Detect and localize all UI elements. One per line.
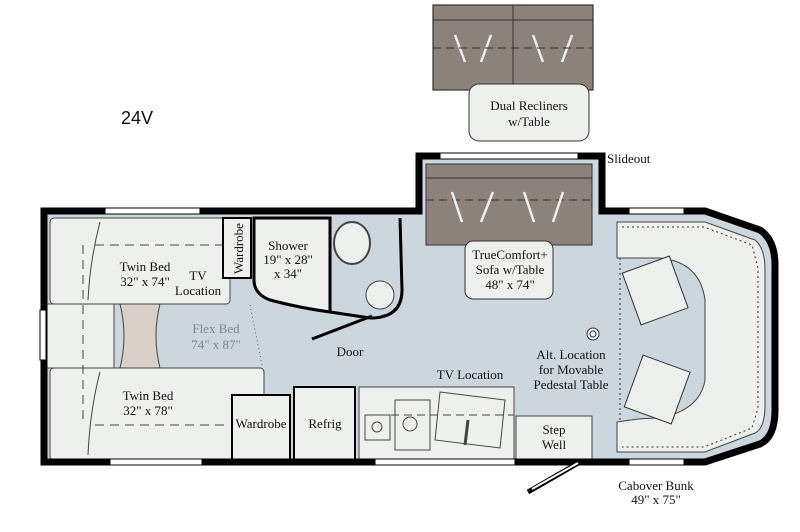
sofa-label-2: Sofa w/Table <box>476 262 545 277</box>
tv-location-kitchen-label: TV Location <box>437 367 504 382</box>
entry-door[interactable] <box>526 459 582 495</box>
pedestal-label-2: for Movable <box>539 362 604 377</box>
bathroom-door[interactable] <box>311 314 373 341</box>
shower-label-3: x 34" <box>274 266 302 281</box>
rear-bedroom: Twin Bed 32" x 74" TV Location Flex Bed … <box>43 217 265 461</box>
pedestal-label-1: Alt. Location <box>536 347 606 362</box>
step-well-label-1: Step <box>542 422 565 437</box>
dual-recliners: Dual Recliners w/Table <box>432 4 594 142</box>
tv-location-bedroom-label-2: Location <box>175 283 222 298</box>
cab-seat-icon <box>621 255 691 425</box>
bathroom: Shower 19" x 28" x 34" Door <box>252 216 404 359</box>
flex-bed-label-2: 74" x 87" <box>191 337 241 352</box>
sofa-slideout: TrueComfort+ Sofa w/Table 48" x 74" <box>425 163 593 300</box>
wardrobe-bottom-label: Wardrobe <box>236 416 287 431</box>
dual-recliners-label-1: Dual Recliners <box>490 98 568 113</box>
dual-recliners-label-2: w/Table <box>508 114 550 129</box>
model-name: 24V <box>121 108 153 128</box>
sofa-label-1: TrueComfort+ <box>472 247 547 262</box>
shower-label-2: 19" x 28" <box>263 252 313 267</box>
slideout-label: Slideout <box>607 151 651 166</box>
cabover-bunk-label-2: 49" x 75" <box>631 492 681 507</box>
cab-area: Alt. Location for Movable Pedestal Table <box>533 221 766 453</box>
sofa-label-3: 48" x 74" <box>485 277 535 292</box>
stove-icon <box>364 414 391 441</box>
refrig-label: Refrig <box>308 416 342 431</box>
door-label: Door <box>337 344 364 359</box>
toilet-icon <box>333 221 371 265</box>
galley-table-icon <box>434 391 506 449</box>
wardrobe-top-label: Wardrobe <box>231 223 246 274</box>
tv-location-bedroom-label-1: TV <box>189 268 207 283</box>
step-well-label-2: Well <box>542 437 567 452</box>
twin-bed-top-label-1: Twin Bed <box>120 259 171 274</box>
pedestal-label-3: Pedestal Table <box>533 377 608 392</box>
galley-sink-icon <box>394 399 431 451</box>
galley: Wardrobe Refrig TV Location Step Well <box>231 367 593 461</box>
pedestal-table-icon <box>586 327 600 341</box>
cabover-bunk-label-1: Cabover Bunk <box>618 478 694 493</box>
twin-bed-bottom-label-1: Twin Bed <box>123 388 174 403</box>
twin-bed-bottom-label-2: 32" x 78" <box>123 403 173 418</box>
sink-icon <box>365 280 395 310</box>
flex-bed-label-1: Flex Bed <box>192 321 240 336</box>
shower-label-1: Shower <box>268 238 308 253</box>
twin-bed-top-label-2: 32" x 74" <box>120 274 170 289</box>
walls <box>40 152 779 466</box>
windows <box>39 152 685 466</box>
